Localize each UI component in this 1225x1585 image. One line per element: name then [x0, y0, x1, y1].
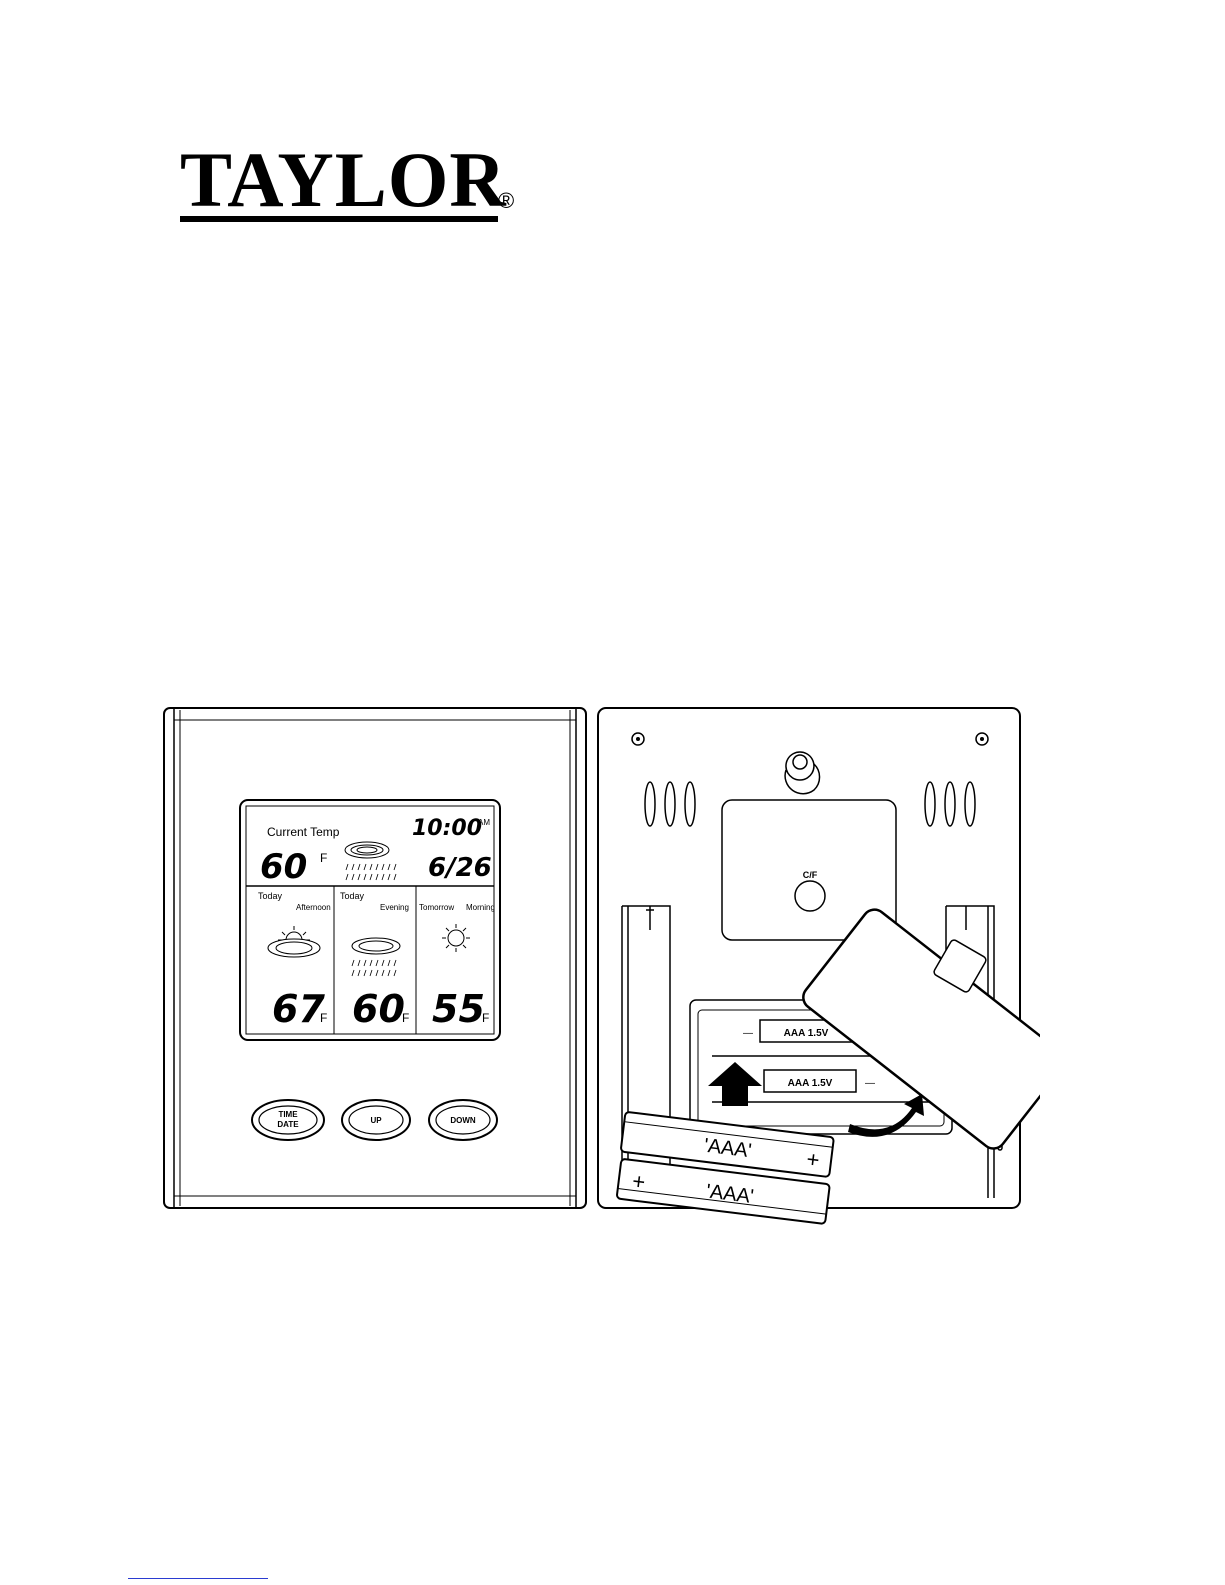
battery-minus-1: —: [743, 1028, 753, 1039]
footer-link-underline[interactable]: [128, 1578, 268, 1579]
time-date-label-1: TIME: [278, 1110, 298, 1119]
taylor-logo: TAYLOR ®: [180, 138, 525, 228]
lcd-screen: Current Temp 60 F 10:00 AM 6/26: [240, 800, 500, 1040]
clock-ampm: AM: [478, 818, 490, 827]
cf-button[interactable]: [795, 881, 825, 911]
forecast-2-temp: 60: [352, 987, 405, 1031]
forecast-2-unit: F: [402, 1011, 409, 1025]
battery-minus-2: —: [865, 1078, 875, 1089]
front-unit: Current Temp 60 F 10:00 AM 6/26: [164, 708, 586, 1208]
logo-text: TAYLOR: [180, 138, 507, 223]
down-label: DOWN: [450, 1116, 476, 1125]
forecast-1-unit: F: [320, 1011, 327, 1025]
cf-label: C/F: [803, 870, 818, 880]
forecast-1-temp: 67: [272, 987, 325, 1031]
forecast-2-day: Today: [340, 891, 365, 901]
forecast-3-period: Morning: [466, 903, 495, 912]
down-button[interactable]: DOWN: [429, 1100, 497, 1140]
forecast-3-unit: F: [482, 1011, 489, 1025]
registered-mark: ®: [498, 188, 514, 213]
current-temp-label: Current Temp: [267, 825, 340, 839]
current-temp-unit: F: [320, 851, 327, 865]
back-unit: C/F AAA 1.5V — AAA 1.5V —: [598, 708, 1040, 1224]
forecast-1-day: Today: [258, 891, 283, 901]
time-date-label-2: DATE: [277, 1120, 299, 1129]
device-illustration: Current Temp 60 F 10:00 AM 6/26: [160, 700, 1040, 1260]
clock-time: 10:00: [412, 816, 482, 841]
battery-label-1: AAA 1.5V: [784, 1028, 829, 1039]
time-date-button[interactable]: TIME DATE: [252, 1100, 324, 1140]
current-temp-value: 60: [260, 847, 307, 887]
battery-label-2: AAA 1.5V: [788, 1078, 833, 1089]
forecast-3-temp: 55: [432, 987, 485, 1031]
up-label: UP: [370, 1116, 382, 1125]
up-button[interactable]: UP: [342, 1100, 410, 1140]
logo-underline: [180, 216, 498, 222]
date-display: 6/26: [428, 853, 492, 883]
forecast-3-day: Tomorrow: [419, 903, 454, 912]
forecast-2-period: Evening: [380, 903, 409, 912]
forecast-1-period: Afternoon: [296, 903, 331, 912]
